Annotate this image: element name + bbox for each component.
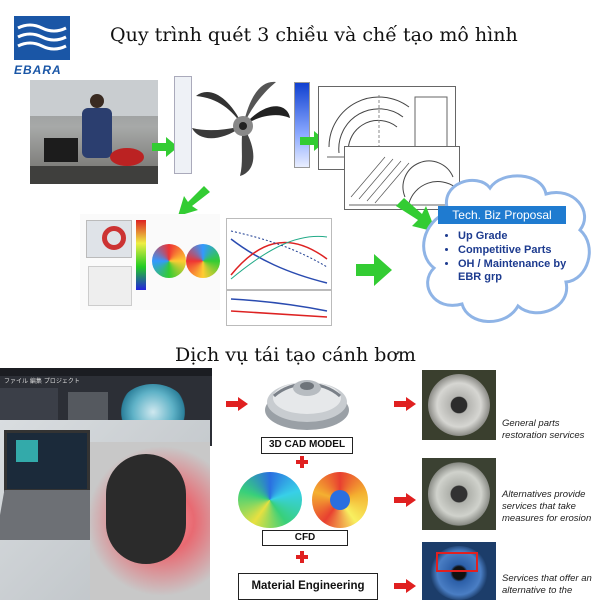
plus-icon <box>296 551 308 563</box>
scanning-photo <box>30 80 158 184</box>
stage-cfd: CFD <box>262 530 348 546</box>
plus-icon <box>296 456 308 468</box>
proposal-item: Up Grade <box>458 230 588 243</box>
red-arrow-3 <box>394 492 416 511</box>
software-panel <box>174 76 192 174</box>
restored-impeller-photo-1 <box>422 370 496 440</box>
cfd-collage <box>80 214 220 310</box>
impeller-render <box>188 74 294 178</box>
proposal-item: OH / Maintenance by EBR grp <box>458 258 588 284</box>
green-arrow-down-left <box>176 186 210 222</box>
red-arrow-1 <box>226 396 248 415</box>
green-arrow-to-proposal <box>396 198 438 238</box>
caption-general-restoration: General parts restoration services <box>502 418 585 441</box>
green-arrow-right-1 <box>152 136 178 162</box>
color-scale-bar <box>294 82 310 168</box>
laptop-scanner-photo <box>0 420 210 600</box>
cfd-swirl-left <box>238 472 302 528</box>
performance-chart-upper <box>226 218 332 290</box>
page-title: Quy trình quét 3 chiều và chế tạo mô hìn… <box>110 24 518 46</box>
caption-erosion-alternatives: Alternatives provide services that take … <box>502 489 592 524</box>
proposal-item: Competitive Parts <box>458 244 588 257</box>
proposal-cloud: Tech. Biz Proposal Up Grade Competitive … <box>418 172 594 330</box>
caption-alternative-offer: Services that offer an alternative to th… <box>502 573 592 596</box>
restored-impeller-photo-3 <box>422 542 496 600</box>
cfd-swirl-right-core <box>330 490 350 510</box>
stage-3d-cad: 3D CAD MODEL <box>261 437 353 454</box>
restored-impeller-photo-2 <box>422 458 496 530</box>
technical-drawing-2 <box>344 146 460 210</box>
section-title: Dịch vụ tái tạo cánh bơm <box>175 344 416 366</box>
cad-impeller-render <box>262 366 352 436</box>
red-arrow-2 <box>394 396 416 415</box>
green-arrow-right-3 <box>356 254 392 290</box>
proposal-title: Tech. Biz Proposal <box>438 206 566 224</box>
ebara-logo: EBARA <box>14 16 74 77</box>
proposal-list: Up Grade Competitive Parts OH / Maintena… <box>444 230 588 285</box>
red-arrow-4 <box>394 578 416 597</box>
stage-material-engineering: Material Engineering <box>238 573 378 600</box>
software-menu: ファイル 編集 プロジェクト <box>4 378 80 385</box>
logo-text: EBARA <box>14 63 62 77</box>
performance-chart-lower <box>226 290 332 326</box>
